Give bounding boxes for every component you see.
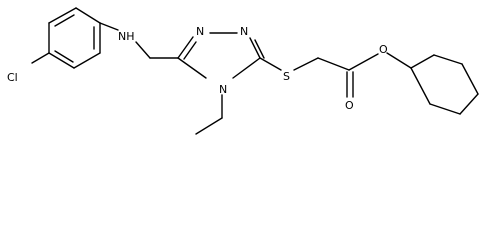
ester-o-cyclohexyl-bond <box>386 52 412 69</box>
carbonyl-o-label: O <box>345 99 354 112</box>
triazole-ring <box>149 32 265 79</box>
nh-ch2-bond <box>135 41 151 59</box>
ch2-carbonyl-bond <box>317 57 350 71</box>
chlorine-label: Cl <box>7 71 18 84</box>
triazole-n4-label: N <box>219 83 227 96</box>
molecule-diagram: Cl NH N N N S O O <box>7 7 479 135</box>
triazole-n1-label: N <box>196 25 204 38</box>
ring-nh-bond <box>99 22 119 31</box>
c-cl-bond <box>31 52 50 64</box>
triazole-s-bond <box>259 57 282 71</box>
amine-nh-label: NH <box>118 30 135 43</box>
triazole-n2-label: N <box>240 25 248 38</box>
thioether-s-label: S <box>283 70 290 83</box>
carbonyl-ester-o-bond <box>348 53 379 71</box>
ester-o-label: O <box>379 43 388 56</box>
s-ch2-bond <box>293 57 319 71</box>
n-ethyl-bond-2 <box>195 117 223 135</box>
cyclohexyl-ring <box>410 54 479 115</box>
chlorophenyl-ring <box>48 7 101 69</box>
